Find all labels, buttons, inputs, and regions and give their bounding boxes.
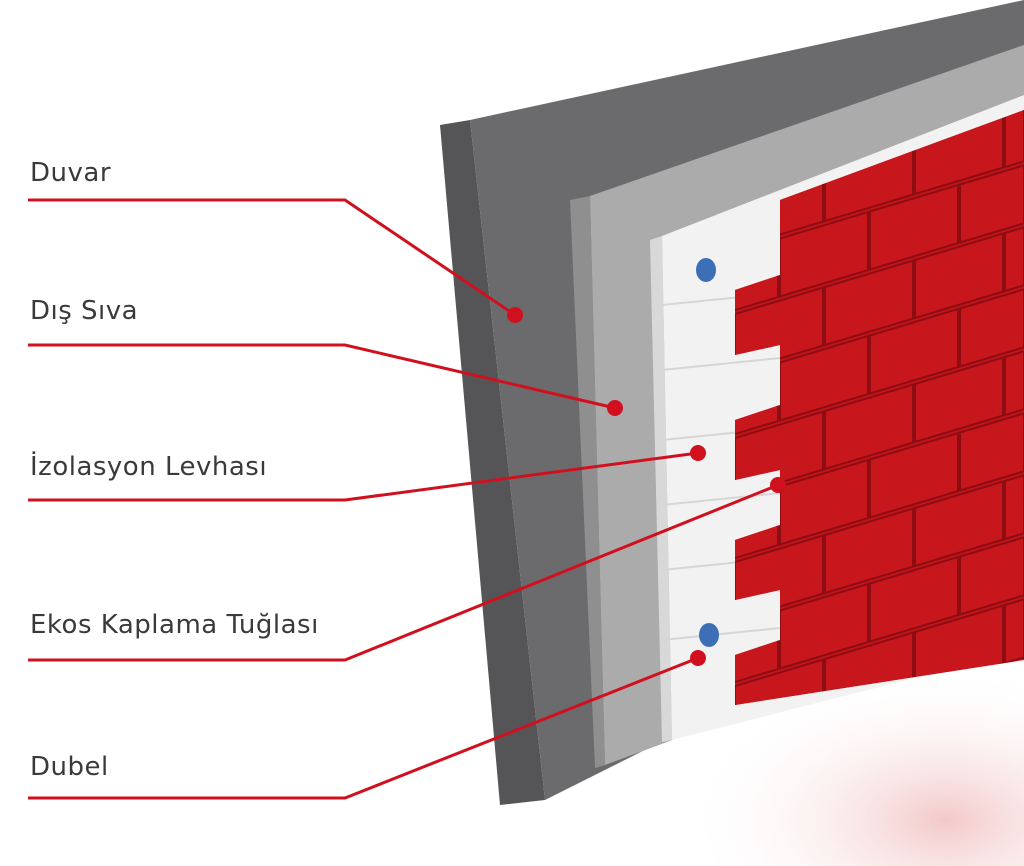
leader-dot-dubel — [690, 650, 706, 666]
brick — [1004, 349, 1024, 417]
leader-dot-dis-siva — [607, 400, 623, 416]
brick — [959, 287, 1024, 368]
label-duvar: Duvar — [30, 158, 112, 188]
brick — [1004, 225, 1024, 293]
brick — [869, 431, 959, 519]
brick — [1004, 110, 1024, 169]
brick — [779, 458, 869, 546]
insulation-side — [650, 236, 672, 742]
brick — [1004, 473, 1024, 541]
leader-line-duvar — [28, 198, 516, 317]
brick — [824, 383, 914, 471]
brick — [1004, 597, 1024, 665]
wall-side — [440, 120, 545, 805]
brick — [959, 411, 1024, 492]
plaster-side — [570, 196, 605, 768]
leader-line-dis-siva — [28, 343, 616, 410]
brick — [914, 480, 1004, 568]
label-dubel: Dubel — [30, 752, 109, 782]
leader-line-ekos — [28, 483, 779, 662]
leader-dot-izolasyon — [690, 445, 706, 461]
leader-line-dubel — [28, 656, 699, 800]
brick — [779, 210, 869, 298]
brick — [869, 307, 959, 395]
insulation-seam — [661, 492, 781, 506]
brick — [869, 555, 959, 643]
brick — [735, 410, 824, 498]
dowel-top — [696, 258, 716, 282]
brick — [869, 183, 959, 271]
label-dis-siva: Dış Sıva — [30, 296, 139, 326]
leader-dot-duvar — [507, 307, 523, 323]
brick — [959, 535, 1024, 616]
brick — [779, 334, 869, 422]
brick — [824, 507, 914, 595]
label-ekos-kaplama-tuglasi: Ekos Kaplama Tuğlası — [30, 610, 319, 640]
brick — [914, 232, 1004, 320]
brick — [959, 163, 1024, 244]
insulation-seam — [661, 357, 781, 371]
brick — [779, 582, 869, 670]
leader-line-izolasyon — [28, 451, 699, 502]
insulation-seam — [661, 627, 781, 641]
leader-dot-ekos — [770, 477, 786, 493]
brick — [824, 259, 914, 347]
label-izolasyon-levhasi: İzolasyon Levhası — [30, 452, 268, 482]
dowel-bottom — [699, 623, 719, 647]
brick — [914, 356, 1004, 444]
